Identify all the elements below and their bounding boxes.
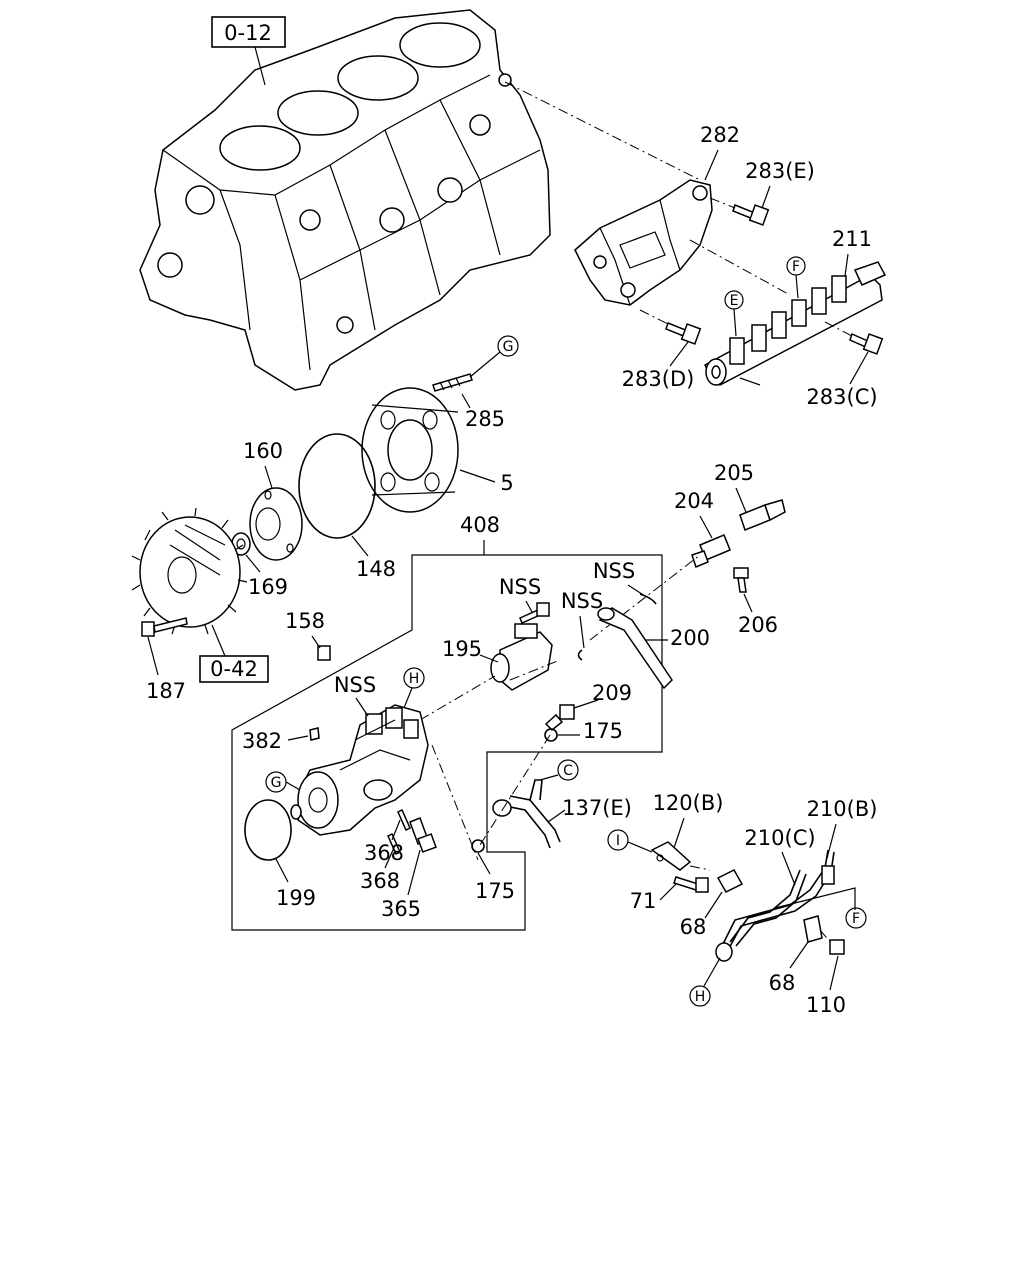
label-365: 365: [381, 897, 421, 921]
label-nss-oring: NSS: [593, 559, 635, 583]
o-ring-199: [244, 799, 292, 861]
pipe-f-leader: [774, 887, 856, 910]
bolt-283c: [849, 332, 884, 355]
pump-mounting-plate-5: [361, 387, 459, 513]
gasket-nss: [577, 649, 583, 661]
flange-160: [249, 487, 303, 561]
ref-gear-label: 0-42: [210, 657, 258, 681]
supply-pump: [290, 704, 429, 836]
ref-circle-g2-letter: G: [271, 775, 282, 791]
eye-bolt-209: [544, 704, 575, 732]
fuel-pipe-137e: [492, 779, 561, 849]
ref-circle-g1: [497, 335, 519, 357]
ref-circle-i-letter: I: [616, 833, 620, 849]
label-68-upper: 68: [680, 915, 707, 939]
ref-box-block: [211, 16, 286, 48]
assembly-outline-408: [231, 554, 663, 931]
clip-120b: [650, 841, 692, 871]
bolt-206: [733, 567, 749, 593]
ref-circle-g1-letter: G: [503, 339, 514, 355]
stud-368-upper: [397, 808, 411, 832]
ref-circle-c: [557, 759, 579, 781]
label-nss-gasket: NSS: [561, 589, 603, 613]
label-nss-valve-bolt: NSS: [499, 575, 541, 599]
ref-block-label: 0-12: [224, 21, 272, 45]
label-283e: 283(E): [745, 159, 815, 183]
bolt-nss-valve: [519, 602, 550, 625]
cylinder-block: [139, 9, 551, 391]
label-110: 110: [806, 993, 846, 1017]
label-368-upper: 368: [364, 841, 404, 865]
label-71: 71: [630, 889, 657, 913]
nut-158: [317, 645, 331, 661]
label-195: 195: [442, 637, 482, 661]
pump-drive-gear: [131, 507, 248, 635]
suction-control-valve-195: [490, 623, 553, 691]
label-205: 205: [714, 461, 754, 485]
label-5: 5: [500, 471, 513, 495]
bolt-365: [409, 817, 437, 853]
label-160: 160: [243, 439, 283, 463]
ref-circle-h1-letter: H: [409, 671, 420, 687]
label-204: 204: [674, 489, 714, 513]
label-200: 200: [670, 626, 710, 650]
bolt-283d: [665, 322, 702, 345]
label-199: 199: [276, 886, 316, 910]
bracket-282: [574, 179, 713, 306]
label-282: 282: [700, 123, 740, 147]
label-158: 158: [285, 609, 325, 633]
pressure-sensor-205: [739, 499, 786, 531]
ref-circle-c-letter: C: [563, 763, 573, 779]
key-382: [309, 727, 320, 741]
injection-pipe-210c: [729, 869, 807, 947]
label-210c: 210(C): [744, 826, 815, 850]
label-206: 206: [738, 613, 778, 637]
label-148: 148: [356, 557, 396, 581]
label-210b: 210(B): [807, 797, 878, 821]
pipe-end-bulge: [715, 942, 733, 962]
label-285: 285: [465, 407, 505, 431]
ref-circle-f1-letter: F: [792, 259, 800, 275]
ref-circle-h1: [403, 667, 425, 689]
label-nss-pump: NSS: [334, 673, 376, 697]
label-283c: 283(C): [806, 385, 877, 409]
bolt-71: [673, 876, 709, 893]
label-120b: 120(B): [653, 791, 724, 815]
label-283d: 283(D): [622, 367, 695, 391]
washer-175-lower: [471, 839, 485, 853]
ref-circle-f2: [845, 907, 867, 929]
label-187: 187: [146, 679, 186, 703]
stud-368-lower: [387, 832, 401, 856]
bolt-283e: [732, 204, 770, 226]
label-368-lower: 368: [360, 869, 400, 893]
washer-175-upper: [544, 728, 558, 742]
stud-285: [432, 373, 473, 392]
ref-circle-h2: [689, 985, 711, 1007]
ref-box-gear: [199, 655, 269, 683]
label-137e: 137(E): [562, 796, 632, 820]
clamp-68-upper: [716, 869, 744, 893]
label-169: 169: [248, 575, 288, 599]
ref-circle-e-letter: E: [730, 293, 739, 309]
label-68-lower: 68: [769, 971, 796, 995]
label-175-lower: 175: [475, 879, 515, 903]
fuel-pipe-200: [597, 607, 673, 690]
ref-circle-h2-letter: H: [695, 989, 706, 1005]
label-211: 211: [832, 227, 872, 251]
common-rail-211: [704, 261, 887, 386]
label-175-upper: 175: [583, 719, 623, 743]
o-ring-148: [298, 433, 376, 539]
ref-circle-f2-letter: F: [852, 911, 860, 927]
label-382: 382: [242, 729, 282, 753]
nut-110: [829, 939, 845, 955]
fitting-204: [691, 534, 731, 569]
clamp-68-lower: [803, 915, 823, 943]
label-408: 408: [460, 513, 500, 537]
label-209: 209: [592, 681, 632, 705]
bolt-187: [141, 617, 188, 637]
ref-circle-i: [607, 829, 629, 851]
